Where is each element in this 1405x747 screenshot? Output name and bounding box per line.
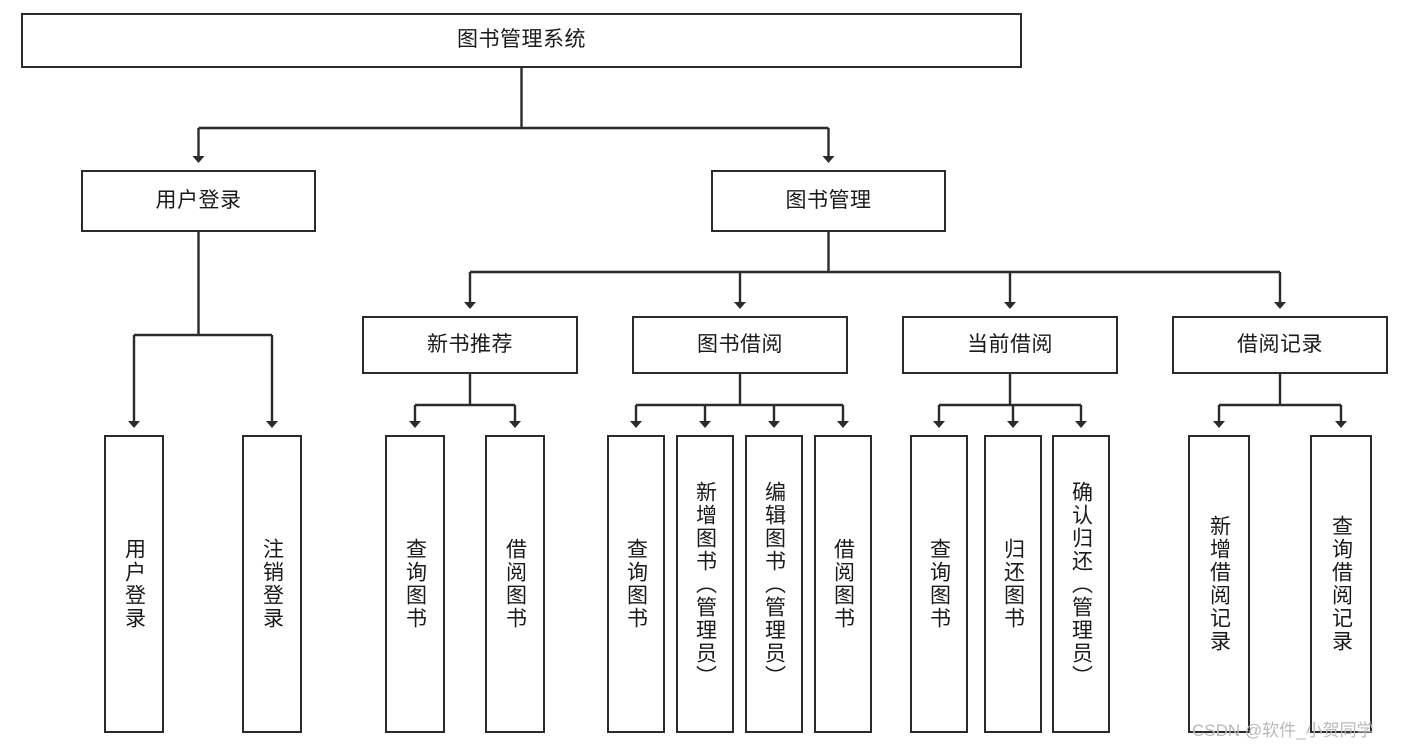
- node-leaf-add-book[interactable]: 新增图书（管理员）: [676, 435, 734, 733]
- node-label: 用户登录: [155, 188, 242, 212]
- node-label: 查询图书: [624, 538, 648, 630]
- node-leaf-query-book-2[interactable]: 查询图书: [607, 435, 665, 733]
- node-user-login[interactable]: 用户登录: [81, 170, 316, 232]
- node-leaf-query-book-3[interactable]: 查询图书: [910, 435, 968, 733]
- node-current-borrow[interactable]: 当前借阅: [902, 316, 1118, 374]
- node-leaf-return-book[interactable]: 归还图书: [984, 435, 1042, 733]
- node-new-book-recommend[interactable]: 新书推荐: [362, 316, 578, 374]
- node-book-borrow[interactable]: 图书借阅: [632, 316, 848, 374]
- node-root-system[interactable]: 图书管理系统: [21, 13, 1022, 68]
- node-leaf-edit-book[interactable]: 编辑图书（管理员）: [745, 435, 803, 733]
- node-book-manage[interactable]: 图书管理: [711, 170, 946, 232]
- node-leaf-query-record[interactable]: 查询借阅记录: [1310, 435, 1372, 733]
- node-label: 用户登录: [122, 538, 146, 630]
- node-label: 借阅记录: [1237, 332, 1323, 356]
- node-label: 当前借阅: [967, 332, 1053, 356]
- node-label: 借阅图书: [503, 538, 527, 630]
- node-label: 确认归还（管理员）: [1069, 480, 1093, 688]
- node-label: 查询图书: [927, 538, 951, 630]
- node-label: 图书管理: [785, 188, 872, 212]
- node-label: 图书借阅: [697, 332, 783, 356]
- node-label: 借阅图书: [831, 538, 855, 630]
- node-label: 查询借阅记录: [1329, 515, 1353, 653]
- node-label: 归还图书: [1001, 538, 1025, 630]
- node-label: 新增图书（管理员）: [693, 480, 717, 688]
- node-leaf-user-login[interactable]: 用户登录: [104, 435, 164, 733]
- node-label: 新书推荐: [427, 332, 513, 356]
- node-label: 注销登录: [260, 538, 284, 630]
- node-leaf-borrow-book-2[interactable]: 借阅图书: [814, 435, 872, 733]
- node-leaf-borrow-book-1[interactable]: 借阅图书: [485, 435, 545, 733]
- node-label: 新增借阅记录: [1207, 515, 1231, 653]
- node-leaf-logout-login[interactable]: 注销登录: [242, 435, 302, 733]
- node-leaf-query-book-1[interactable]: 查询图书: [385, 435, 445, 733]
- node-leaf-confirm-return[interactable]: 确认归还（管理员）: [1052, 435, 1110, 733]
- node-leaf-add-record[interactable]: 新增借阅记录: [1188, 435, 1250, 733]
- node-borrow-record[interactable]: 借阅记录: [1172, 316, 1388, 374]
- node-label: 编辑图书（管理员）: [762, 480, 786, 688]
- node-label: 图书管理系统: [457, 28, 586, 52]
- node-label: 查询图书: [403, 538, 427, 630]
